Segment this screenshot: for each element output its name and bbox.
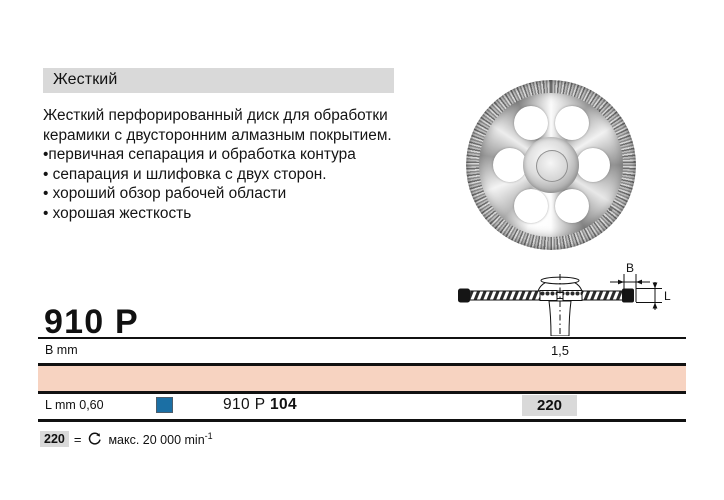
list-item: • хорошая жесткость <box>43 204 403 224</box>
disc-perforation <box>514 189 548 223</box>
list-item: • сепарация и шлифовка с двух сторон. <box>43 165 403 185</box>
disc-image <box>466 80 636 250</box>
table-cell-b-value: 1,5 <box>550 343 570 358</box>
disc-perforation <box>493 148 527 182</box>
bullet-text: • хороший обзор рабочей области <box>43 185 287 202</box>
bullet-text: • сепарация и шлифовка с двух сторон. <box>43 165 327 183</box>
product-photo-diamond-disc <box>466 80 636 250</box>
page-title-model: 910 P <box>44 303 139 341</box>
disc-hub-ring <box>536 150 568 182</box>
technical-drawing: B L <box>450 262 686 336</box>
legend-badge: 220 <box>40 431 69 447</box>
dimension-label-b: B <box>626 262 634 275</box>
product-code-iso: 104 <box>269 396 298 413</box>
legend-text-main: макс. 20 000 min <box>108 433 205 448</box>
table-rule <box>38 363 686 366</box>
table-header-b-mm: B mm <box>45 343 78 357</box>
description-body: Жесткий перфорированный диск для обработ… <box>43 106 403 223</box>
table-rule <box>38 419 686 422</box>
color-chip-blue <box>156 397 173 413</box>
table-band-salmon <box>38 366 686 391</box>
rotation-speed-icon <box>86 431 103 448</box>
table-rule <box>38 337 686 339</box>
disc-perforation <box>514 106 548 140</box>
description-header-band: Жесткий <box>43 68 394 93</box>
description-bullet-list: •первичная сепарация и обработка контура… <box>43 145 403 223</box>
description-header-label: Жесткий <box>53 71 118 88</box>
table-row-b-mm: B mm 1,5 <box>38 340 686 363</box>
list-item: •первичная сепарация и обработка контура <box>43 145 403 165</box>
disc-perforation <box>576 148 610 182</box>
legend-max-speed: 220 = макс. 20 000 min-1 <box>40 429 213 449</box>
list-item: • хороший обзор рабочей области <box>43 184 403 204</box>
bullet-text: •первичная сепарация и обработка контура <box>43 146 356 163</box>
disc-perforation <box>555 106 589 140</box>
table-row-l-mm: L mm 0,60 910 P 104 220 <box>38 394 686 419</box>
legend-exponent: -1 <box>204 430 213 441</box>
legend-text: макс. 20 000 min-1 <box>108 431 212 447</box>
dimension-label-l: L <box>664 289 671 303</box>
table-rule <box>38 391 686 394</box>
table-cell-product-code: 910 P 104 <box>223 396 297 414</box>
product-code-prefix: 910 P <box>223 396 266 413</box>
legend-equals-sign: = <box>73 431 82 447</box>
bullet-text: • хорошая жесткость <box>43 204 192 222</box>
table-cell-speed-badge: 220 <box>522 395 577 416</box>
disc-perforation <box>555 189 589 223</box>
description-paragraph: Жесткий перфорированный диск для обработ… <box>43 107 392 144</box>
table-header-l-mm: L mm 0,60 <box>45 398 104 412</box>
